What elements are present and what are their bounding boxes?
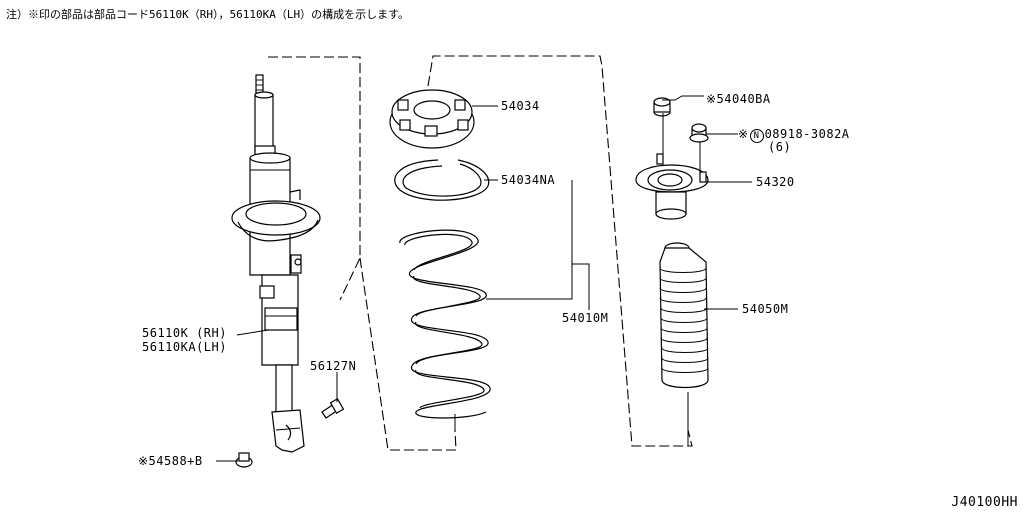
spring-group-frame bbox=[427, 55, 693, 447]
strut-assembly bbox=[231, 74, 321, 453]
bound-seat-part bbox=[389, 89, 475, 149]
flange-nut-label: ※54588+B bbox=[138, 454, 203, 468]
spring-lower-frame bbox=[359, 257, 457, 451]
strut-lh-label: 56110KA(LH) bbox=[142, 340, 227, 354]
flange-nut-part bbox=[235, 452, 253, 468]
strut-rh-label: 56110K (RH) bbox=[142, 326, 227, 340]
bound-seat-label: 54034 bbox=[501, 99, 540, 113]
mounting-insulator-part bbox=[635, 153, 709, 220]
top-nut-label: ※54040BA bbox=[706, 92, 771, 106]
leader-lines bbox=[216, 95, 752, 462]
mount-nut-circle: N bbox=[749, 129, 764, 143]
bracket-bolt-label: 56127N bbox=[310, 359, 357, 373]
header-note: 注）※印の部品は部品コード56110K（RH），56110KA（LH）の構成を示… bbox=[6, 8, 409, 21]
mount-nut-qty: (6) bbox=[768, 140, 792, 154]
dust-boot-part bbox=[659, 242, 709, 389]
bracket-bolt-part bbox=[321, 397, 345, 419]
seat-ring-part bbox=[394, 159, 490, 201]
mount-nut-number: 08918-3082A bbox=[764, 127, 850, 141]
mounting-insulator-label: 54320 bbox=[756, 175, 795, 189]
strut-group-frame bbox=[268, 56, 361, 301]
seat-ring-label: 54034NA bbox=[501, 173, 556, 187]
mount-nut-prefix: ※ bbox=[738, 127, 749, 141]
mount-nut-part bbox=[689, 123, 709, 143]
diagram-code: J40100HH bbox=[951, 495, 1018, 510]
coil-spring-part bbox=[399, 229, 491, 419]
dust-boot-label: 54050M bbox=[742, 302, 789, 316]
coil-spring-label: 54010M bbox=[562, 311, 609, 325]
top-nut-part bbox=[653, 97, 671, 117]
